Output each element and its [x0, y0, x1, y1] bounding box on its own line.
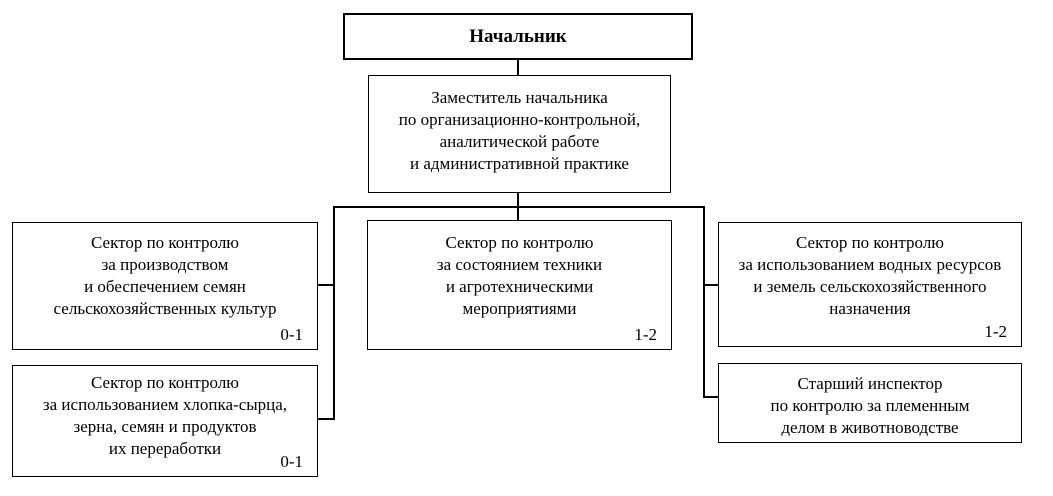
connector-right-drop — [703, 206, 705, 398]
node-senior-inspector: Старший инспектор по контролю за племенн… — [718, 363, 1022, 443]
connector-left-drop — [333, 206, 335, 420]
node-sector-cotton-count: 0-1 — [280, 452, 303, 471]
node-sector-water: Сектор по контролю за использованием вод… — [718, 222, 1022, 347]
node-deputy: Заместитель начальника по организационно… — [368, 75, 671, 193]
connector-trunk-middle — [517, 206, 519, 220]
node-sector-water-label: Сектор по контролю за использованием вод… — [738, 233, 1002, 318]
node-sector-tech-label: Сектор по контролю за состоянием техники… — [436, 233, 603, 318]
node-deputy-label: Заместитель начальника по организационно… — [398, 88, 641, 173]
node-chief: Начальник — [343, 13, 693, 60]
connector-trunk — [333, 206, 705, 208]
connector-left-stub-top — [318, 284, 334, 286]
node-sector-water-count: 1-2 — [984, 322, 1007, 341]
connector-left-stub-bottom — [318, 418, 334, 420]
connector-deputy-trunk — [517, 193, 519, 208]
node-sector-seeds-label: Сектор по контролю за производством и об… — [53, 233, 277, 318]
node-sector-seeds: Сектор по контролю за производством и об… — [12, 222, 318, 350]
connector-chief-deputy — [517, 60, 519, 76]
connector-right-stub-bottom — [703, 396, 719, 398]
connector-right-stub-top — [703, 284, 719, 286]
node-chief-label: Начальник — [469, 25, 567, 47]
node-sector-cotton: Сектор по контролю за использованием хло… — [12, 365, 318, 477]
node-senior-inspector-label: Старший инспектор по контролю за племенн… — [770, 374, 970, 437]
node-sector-seeds-count: 0-1 — [280, 325, 303, 344]
node-sector-cotton-label: Сектор по контролю за использованием хло… — [42, 373, 288, 458]
node-sector-tech-count: 1-2 — [634, 325, 657, 344]
node-sector-tech: Сектор по контролю за состоянием техники… — [367, 220, 672, 350]
